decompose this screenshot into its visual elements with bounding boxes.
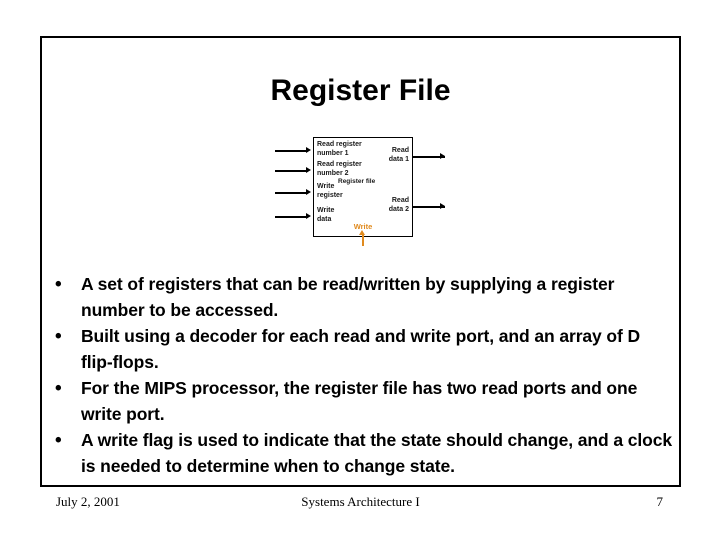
label-write-data: Write data	[317, 207, 335, 223]
output-arrow-line-1	[413, 156, 445, 158]
bullet-marker: •	[55, 430, 62, 451]
list-item: • A set of registers that can be read/wr…	[55, 272, 675, 323]
footer-page-number: 7	[656, 494, 664, 509]
bullet-text: For the MIPS processor, the register fil…	[81, 378, 638, 424]
bullet-marker: •	[55, 326, 62, 347]
page-title: Register File	[270, 74, 451, 107]
input-arrow-line-4	[275, 216, 308, 218]
bullet-marker: •	[55, 378, 62, 399]
list-item: • Built using a decoder for each read an…	[55, 324, 675, 375]
input-arrow-head-2	[306, 167, 311, 173]
write-control-arrow-head	[359, 230, 365, 235]
input-arrow-head-1	[306, 147, 311, 153]
register-file-block	[313, 137, 413, 237]
output-arrow-line-2	[413, 206, 445, 208]
input-arrow-head-3	[306, 189, 311, 195]
label-read-register-number-1: Read register number 1	[317, 141, 362, 157]
label-register-file: Register file	[338, 178, 376, 185]
bullet-list: • A set of registers that can be read/wr…	[55, 272, 675, 480]
list-item: • For the MIPS processor, the register f…	[55, 376, 675, 427]
input-arrow-line-1	[275, 150, 308, 152]
label-write-control: Write	[353, 222, 373, 231]
footer: July 2, 2001 Systems Architecture I 7	[40, 494, 681, 514]
label-write-register: Write register	[317, 183, 343, 199]
bullet-text: A set of registers that can be read/writ…	[81, 274, 615, 320]
input-arrow-line-2	[275, 170, 308, 172]
slide-border	[40, 36, 681, 487]
label-read-data-2: Read data 2	[388, 197, 409, 213]
label-read-data-1: Read data 1	[388, 147, 409, 163]
bullet-marker: •	[55, 274, 62, 295]
input-arrow-line-3	[275, 192, 308, 194]
bullet-text: Built using a decoder for each read and …	[81, 326, 641, 372]
bullet-text: A write flag is used to indicate that th…	[81, 430, 672, 476]
label-read-register-number-2: Read register number 2	[317, 161, 362, 177]
list-item: • A write flag is used to indicate that …	[55, 428, 675, 479]
input-arrow-head-4	[306, 213, 311, 219]
output-arrow-head-1	[440, 153, 445, 159]
write-control-arrow-line	[362, 234, 364, 246]
footer-date: July 2, 2001	[56, 494, 120, 509]
output-arrow-head-2	[440, 203, 445, 209]
register-file-diagram: Read register number 1 Read register num…	[272, 131, 448, 247]
footer-course-title: Systems Architecture I	[301, 494, 420, 509]
